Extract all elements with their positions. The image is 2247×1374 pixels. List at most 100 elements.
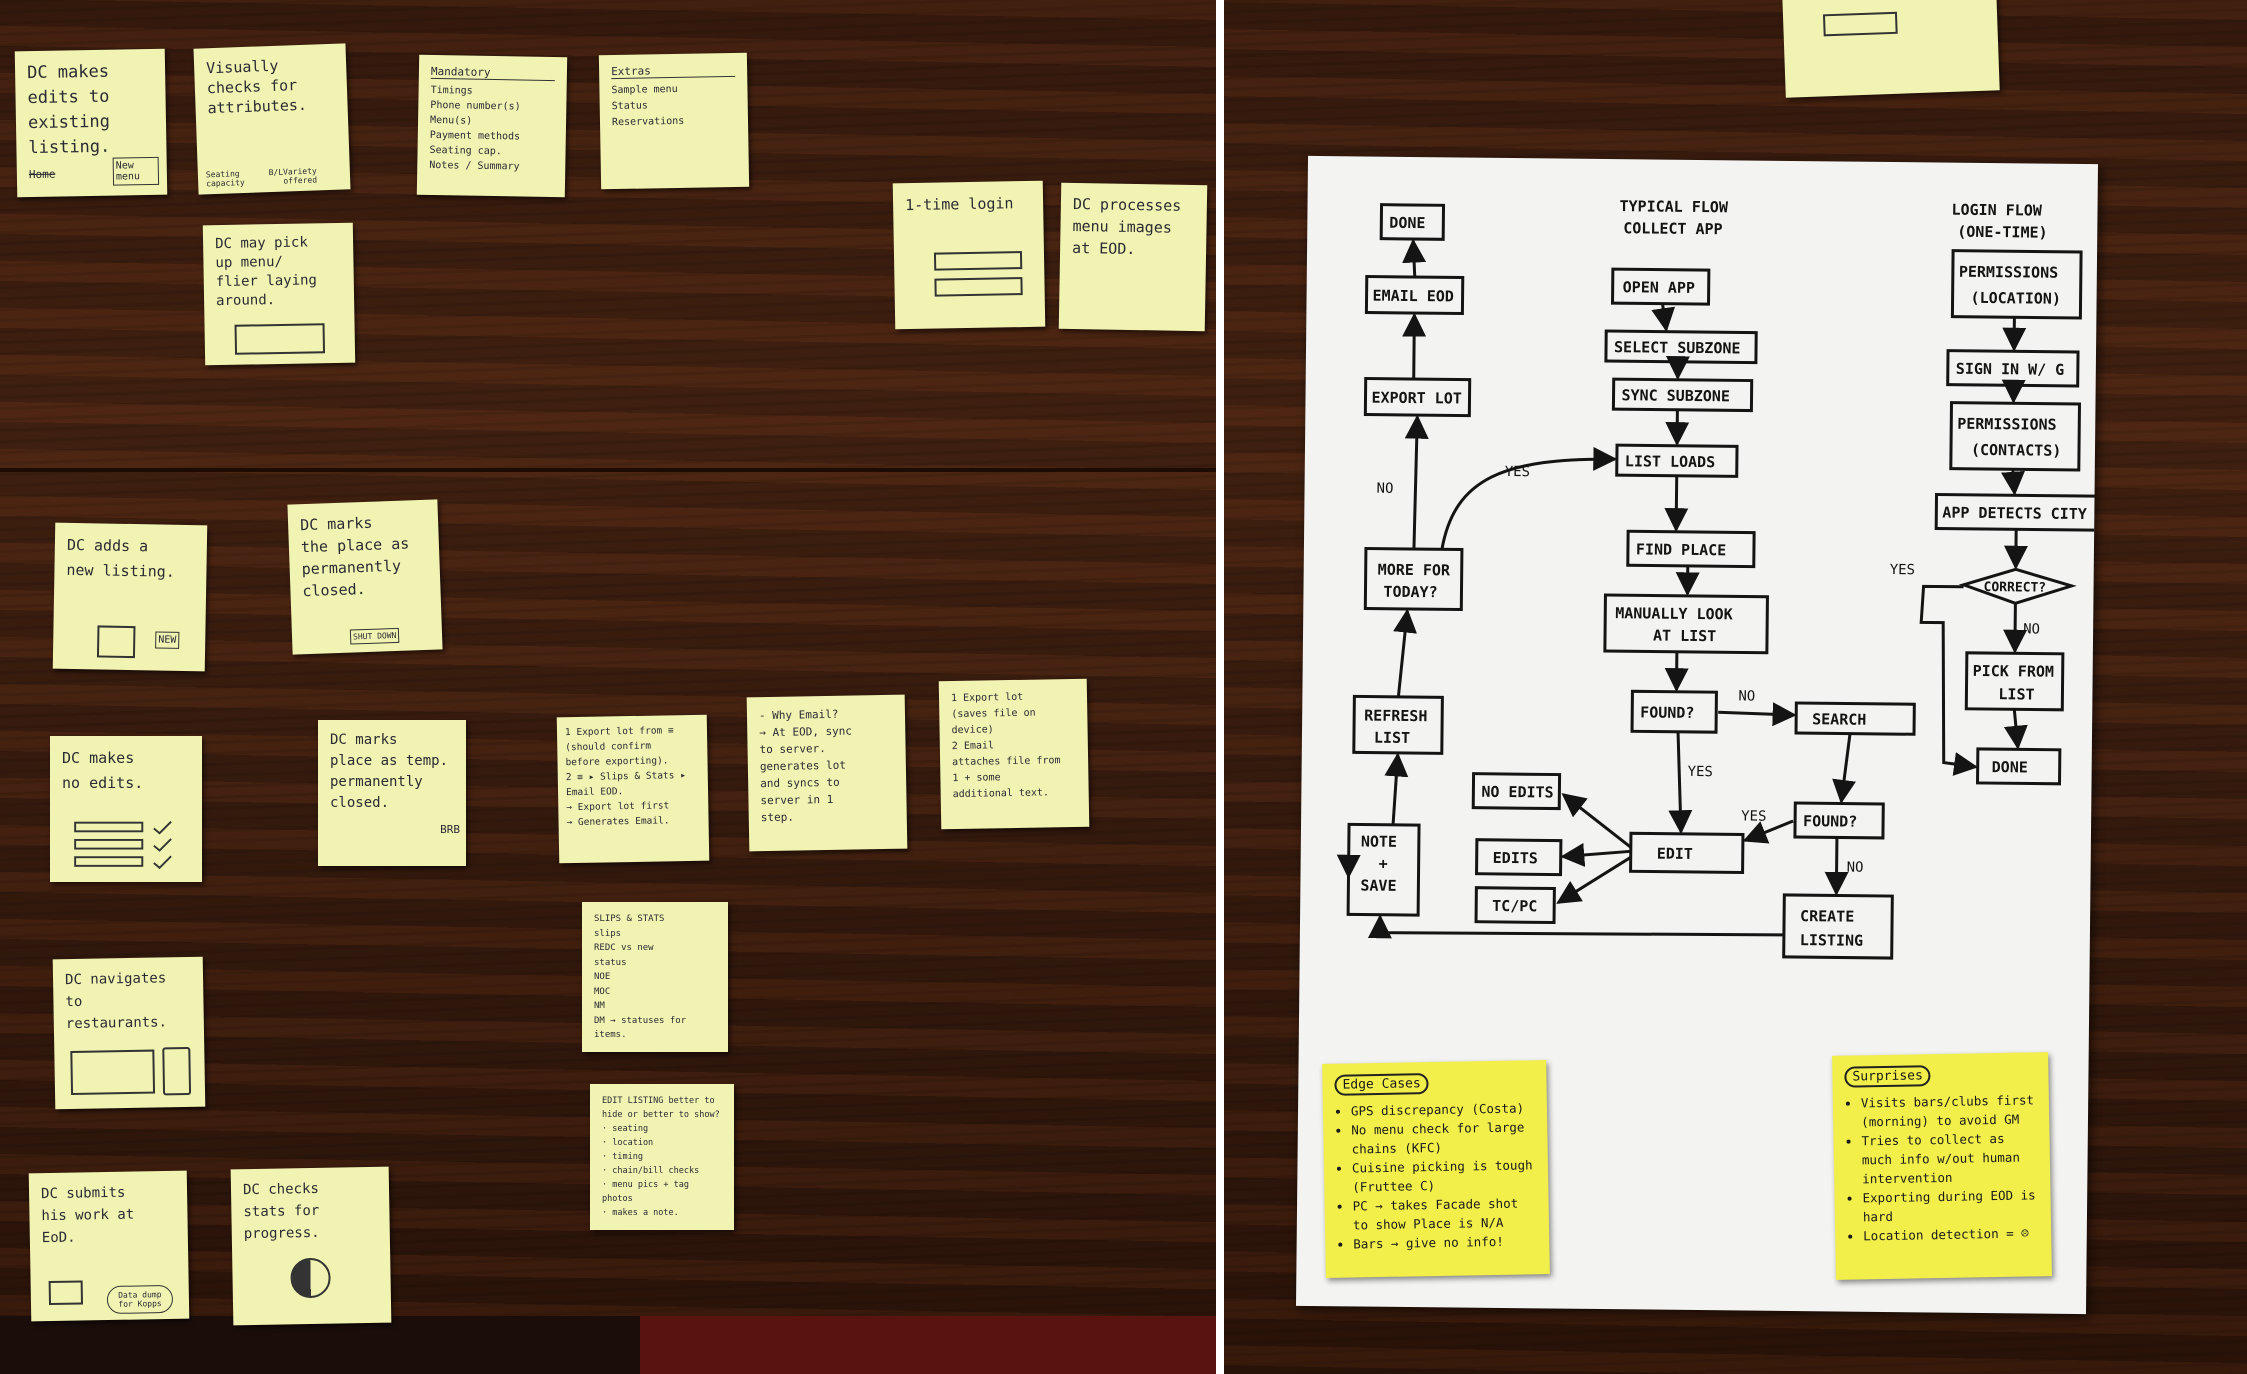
sticky-note-visual-checks: Visually checks for attributes. Seating …	[193, 43, 351, 195]
node-done-login: DONE	[1992, 758, 2028, 776]
list-item: Cuisine picking is tough (Fruttee C)	[1352, 1155, 1537, 1196]
note-text: - Why Email? → At EOD, sync to server. g…	[758, 707, 853, 825]
node-email-eod: EMAIL EOD	[1372, 287, 1453, 306]
note-text: DC marks place as temp. permanently clos…	[330, 732, 449, 811]
list-item: Tries to collect as much info w/out huma…	[1861, 1128, 2038, 1188]
note-title: Mandatory	[430, 64, 556, 82]
node-edit: EDIT	[1657, 845, 1693, 863]
shutdown-sign: SHUT DOWN	[349, 627, 400, 645]
sticky-note-submits-work: DC submits his work at EoD. Data dump fo…	[28, 1170, 190, 1322]
data-dump-cloud: Data dump for Kopps	[106, 1284, 174, 1315]
list-item: Reservations	[611, 115, 685, 129]
node-find-place: FIND PLACE	[1636, 540, 1726, 559]
sticky-note-checks-stats: DC checks stats for progress.	[230, 1166, 392, 1326]
collage-divider	[1216, 0, 1224, 1374]
node-sync-subzone: SYNC SUBZONE	[1621, 386, 1730, 405]
node-edits: EDITS	[1493, 849, 1538, 867]
sticky-note-no-edits: DC makes no edits.	[50, 736, 202, 882]
sub-label: Variety offered	[282, 166, 318, 186]
sticky-surprises: Surprises Visits bars/clubs first (morni…	[1832, 1052, 2052, 1280]
list-item: PC → takes Facade shot to show Place is …	[1352, 1193, 1537, 1234]
node-refresh: REFRESH	[1364, 707, 1427, 726]
password-field-sketch	[934, 277, 1023, 297]
node-create: CREATE	[1800, 907, 1854, 926]
node-plus: +	[1379, 855, 1388, 873]
note-tag: Home	[28, 167, 56, 182]
note-text: 1 Export lot from ≡ (should confirm befo…	[564, 725, 686, 829]
list-item: No menu check for large chains (KFC)	[1351, 1117, 1536, 1158]
node-found-1: FOUND?	[1640, 703, 1694, 722]
node-permissions-location: PERMISSIONS	[1959, 263, 2059, 282]
label-yes: YES	[1890, 562, 1915, 578]
note-title: Extras	[611, 62, 736, 80]
note-text: DC makes edits to existing listing.	[26, 61, 111, 159]
sticky-note-add-listing: DC adds a new listing. NEW	[52, 522, 208, 672]
node-at-list: AT LIST	[1653, 627, 1716, 646]
node-tc-pc: TC/PC	[1492, 897, 1537, 915]
note-tag: New menu	[112, 156, 160, 186]
sticky-note-one-time-login: 1-time login	[892, 180, 1046, 330]
note-text: DC navigates to restaurants.	[64, 970, 168, 1033]
node-found-2: FOUND?	[1803, 812, 1857, 831]
node-app-detects-city: APP DETECTS CITY	[1942, 504, 2087, 524]
corner-arrow-sketch	[1822, 11, 1898, 37]
list-item: Bars → give no info!	[1353, 1231, 1537, 1253]
label-no: NO	[2023, 621, 2040, 637]
sticky-note-edits-existing: DC makes edits to existing listing. Home…	[14, 48, 168, 198]
node-save: SAVE	[1360, 876, 1396, 894]
note-text: 1-time login	[904, 194, 1014, 215]
list-item: Notes / Summary	[429, 159, 520, 173]
node-open-app: OPEN APP	[1623, 278, 1695, 297]
menu-sketch-icon	[234, 323, 326, 355]
sticky-note-process-menu-images: DC processes menu images at EOD.	[1058, 182, 1208, 332]
map-sketch-icon	[70, 1049, 156, 1096]
note-text: DC adds a new listing.	[66, 535, 175, 581]
attribute-sublabels: Seating capacity B/L Variety offered	[205, 166, 343, 189]
sticky-note-mandatory: Mandatory Timings Phone number(s) Menu(s…	[416, 54, 568, 198]
note-text: DC submits his work at EoD.	[40, 1184, 135, 1247]
node-done-left: DONE	[1389, 214, 1425, 232]
note-text: DC checks stats for progress.	[242, 1180, 320, 1243]
label-yes: YES	[1688, 764, 1713, 780]
note-text: 1 Export lot (saves file on device) 2 Em…	[950, 691, 1061, 801]
sub-label: Seating capacity	[205, 169, 245, 189]
node-list: LIST	[1374, 729, 1410, 747]
table-seam	[0, 468, 1218, 472]
sticky-edge-cases: Edge Cases GPS discrepancy (Costa) No me…	[1322, 1060, 1550, 1278]
note-text: EDIT LISTING better to hide or better to…	[602, 1096, 720, 1218]
login-flow-subtitle: (ONE-TIME)	[1957, 223, 2047, 242]
sticky-note-export-steps: 1 Export lot from ≡ (should confirm befo…	[556, 714, 710, 864]
note-text: DC processes menu images at EOD.	[1071, 194, 1182, 259]
typical-flow-subtitle: COLLECT APP	[1623, 219, 1723, 238]
sticky-note-edit-listing: EDIT LISTING better to hide or better to…	[590, 1084, 734, 1230]
node-list-loads: LIST LOADS	[1625, 452, 1715, 471]
sticky-note-pick-menu: DC may pick up menu/ flier laying around…	[202, 222, 356, 366]
sticky-note-slips-stats: SLIPS & STATS slips REDC vs new status N…	[582, 902, 728, 1052]
list-item: Visits bars/clubs first (morning) to avo…	[1861, 1090, 2038, 1131]
note-text: DC makes no edits.	[62, 749, 144, 792]
node-pick-list: LIST	[1998, 685, 2034, 703]
typical-flow-title: TYPICAL FLOW	[1619, 197, 1729, 216]
sticky-note-corner	[1782, 0, 2000, 98]
label-yes: YES	[1741, 808, 1766, 824]
login-field-sketch	[933, 251, 1023, 271]
node-listing: LISTING	[1800, 931, 1863, 950]
edge-cases-title: Edge Cases	[1334, 1073, 1429, 1096]
sticky-note-why-email: - Why Email? → At EOD, sync to server. g…	[746, 694, 908, 852]
list-item: Location detection = ☹	[1863, 1223, 2039, 1245]
brb-tag: BRB	[440, 823, 460, 836]
node-search: SEARCH	[1812, 710, 1866, 729]
sub-label: B/L	[268, 167, 284, 178]
envelope-icon	[48, 1280, 84, 1306]
flowchart-paper: TYPICAL FLOW COLLECT APP LOGIN FLOW (ONE…	[1296, 155, 2098, 1315]
sticky-note-temp-closed: DC marks place as temp. permanently clos…	[318, 720, 466, 866]
node-select-subzone: SELECT SUBZONE	[1614, 338, 1741, 357]
phone-nav-icon	[162, 1046, 192, 1096]
note-text: DC marks the place as permanently closed…	[299, 513, 410, 601]
label-no: NO	[1738, 688, 1755, 704]
label-no: NO	[1376, 481, 1393, 497]
sticky-note-permanently-closed: DC marks the place as permanently closed…	[287, 499, 443, 655]
house-icon	[96, 625, 136, 659]
checklist-sketch	[50, 815, 202, 882]
